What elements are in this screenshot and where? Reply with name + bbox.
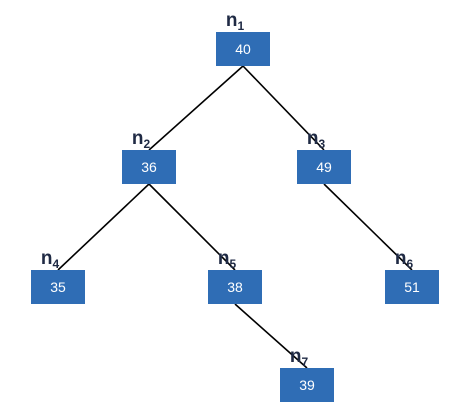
node-box <box>208 270 262 304</box>
node-label: n4 <box>41 248 60 271</box>
tree-node-n4: 35 n4 <box>31 248 85 304</box>
node-value: 38 <box>227 279 243 295</box>
node-box <box>385 270 439 304</box>
node-value: 36 <box>141 159 157 175</box>
node-box <box>216 32 270 66</box>
node-label-subscript: 2 <box>143 137 150 151</box>
node-label: n5 <box>218 248 237 271</box>
node-label-subscript: 1 <box>237 19 244 33</box>
node-value: 49 <box>316 159 332 175</box>
edge-n3-n6 <box>323 183 413 271</box>
node-label-base: n <box>395 248 407 269</box>
node-label: n1 <box>226 10 245 33</box>
node-value: 40 <box>235 41 251 57</box>
tree-node-n2: 36 n2 <box>122 128 176 184</box>
node-label: n6 <box>395 248 414 271</box>
node-label-base: n <box>290 346 302 367</box>
node-label-subscript: 6 <box>406 257 413 271</box>
node-label-subscript: 3 <box>318 137 325 151</box>
node-label-subscript: 5 <box>229 257 236 271</box>
tree-node-n3: 49 n3 <box>297 128 351 184</box>
node-label-base: n <box>307 128 319 149</box>
node-box <box>280 368 334 402</box>
node-box <box>31 270 85 304</box>
tree-edges <box>57 65 413 369</box>
tree-node-n1: 40 n1 <box>216 10 270 66</box>
node-label-subscript: 7 <box>301 355 308 369</box>
edge-n1-n2 <box>148 65 244 151</box>
node-value: 51 <box>404 279 420 295</box>
node-label-base: n <box>226 10 238 31</box>
node-label-base: n <box>218 248 230 269</box>
edge-n2-n4 <box>57 183 150 271</box>
node-label: n3 <box>307 128 326 151</box>
tree-node-n7: 39 n7 <box>280 346 334 402</box>
node-box <box>122 150 176 184</box>
node-label-subscript: 4 <box>52 257 59 271</box>
node-value: 39 <box>299 377 315 393</box>
tree-node-n5: 38 n5 <box>208 248 262 304</box>
node-label: n7 <box>290 346 309 369</box>
edge-n2-n5 <box>148 183 236 271</box>
tree-node-n6: 51 n6 <box>385 248 439 304</box>
node-value: 35 <box>50 279 66 295</box>
node-label: n2 <box>132 128 151 151</box>
edge-n1-n3 <box>242 65 325 151</box>
edge-n5-n7 <box>234 303 308 369</box>
node-box <box>297 150 351 184</box>
node-label-base: n <box>132 128 144 149</box>
node-label-base: n <box>41 248 53 269</box>
